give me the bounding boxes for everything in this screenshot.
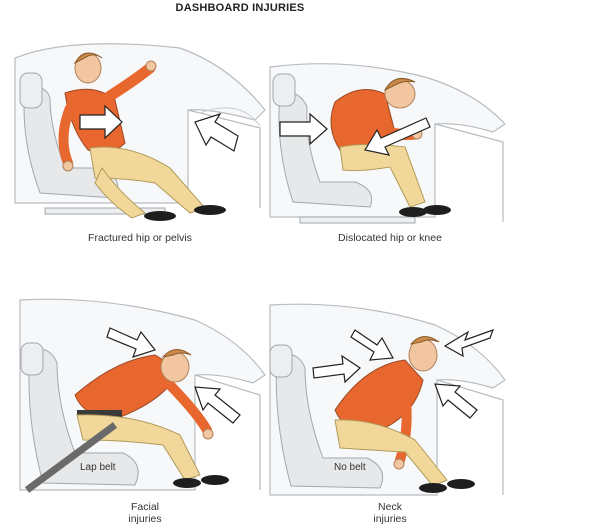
illustration-fractured-hip — [14, 43, 266, 221]
caption-neck-injuries: Neck injuries — [355, 501, 425, 525]
page-title: DASHBOARD INJURIES — [175, 2, 305, 14]
caption-facial-line2: injuries — [128, 513, 162, 525]
caption-facial-line1: Facial — [130, 501, 159, 513]
label-no-belt: No belt — [334, 462, 366, 473]
caption-neck-line2: injuries — [373, 513, 407, 525]
caption-neck-line1: Neck — [378, 501, 402, 513]
illustration-neck-injuries — [269, 303, 506, 496]
panel-fractured-hip — [10, 18, 270, 228]
illustration-facial-injuries — [19, 298, 266, 493]
panel-neck-injuries — [265, 300, 510, 500]
caption-facial-injuries: Facial injuries — [110, 501, 180, 525]
caption-dislocated-hip-knee: Dislocated hip or knee — [338, 232, 442, 244]
illustration-dislocated-hip-knee — [269, 63, 506, 224]
panel-dislocated-hip-knee — [265, 52, 510, 232]
caption-fractured-hip: Fractured hip or pelvis — [88, 232, 192, 244]
panel-facial-injuries — [15, 295, 270, 495]
label-lap-belt: Lap belt — [80, 462, 116, 473]
